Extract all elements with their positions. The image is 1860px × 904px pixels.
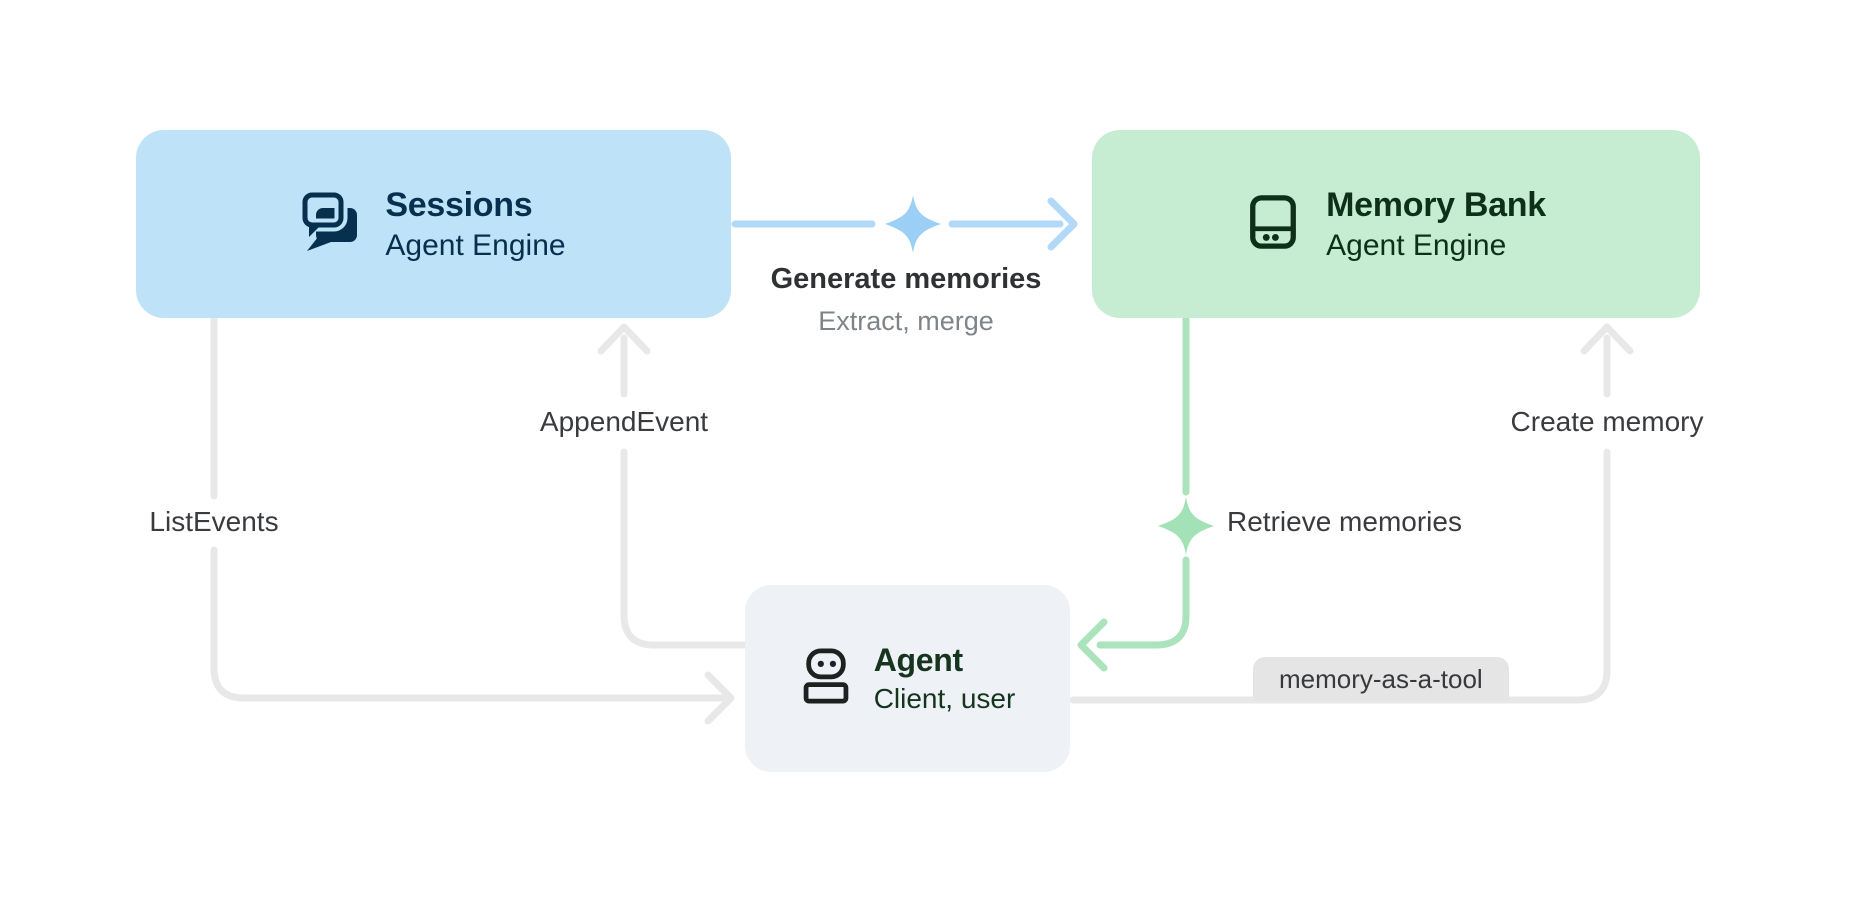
edge-list-line (210, 546, 727, 702)
edge-append-line (620, 448, 749, 649)
arrow-up-icon (597, 323, 651, 355)
arrow-right-icon (1047, 197, 1078, 251)
memory-as-a-tool-chip: memory-as-a-tool (1253, 657, 1509, 701)
node-memory-bank: Memory Bank Agent Engine (1092, 130, 1700, 318)
chat-bubbles-icon (298, 188, 359, 257)
node-title: Memory Bank (1326, 185, 1546, 224)
node-agent: Agent Client, user (745, 585, 1070, 772)
edge-label-create-memory: Create memory (1510, 406, 1704, 437)
node-subtitle: Agent Engine (385, 228, 566, 262)
edge-sublabel-extract-merge: Extract, merge (818, 306, 994, 336)
arrow-left-icon (1077, 618, 1108, 672)
arrow-up-icon (1580, 323, 1634, 355)
node-subtitle: Client, user (873, 683, 1016, 715)
node-sessions: Sessions Agent Engine (136, 130, 731, 318)
arrow-right-icon (704, 671, 735, 725)
edge-label-generate-memories: Generate memories (770, 263, 1042, 295)
storage-icon (1246, 194, 1300, 255)
robot-icon (800, 648, 852, 709)
sparkle-icon (1158, 497, 1214, 555)
edge-create-line (1069, 448, 1611, 704)
edge-label-retrieve-memories: Retrieve memories (1227, 506, 1462, 537)
node-title: Agent (873, 641, 963, 678)
edge-label-list-events: ListEvents (149, 506, 279, 537)
edge-retrieve-line (1096, 556, 1190, 649)
sparkle-icon (885, 195, 941, 253)
node-title: Sessions (385, 185, 533, 224)
node-subtitle: Agent Engine (1326, 228, 1507, 262)
edge-label-append-event: AppendEvent (539, 406, 709, 437)
